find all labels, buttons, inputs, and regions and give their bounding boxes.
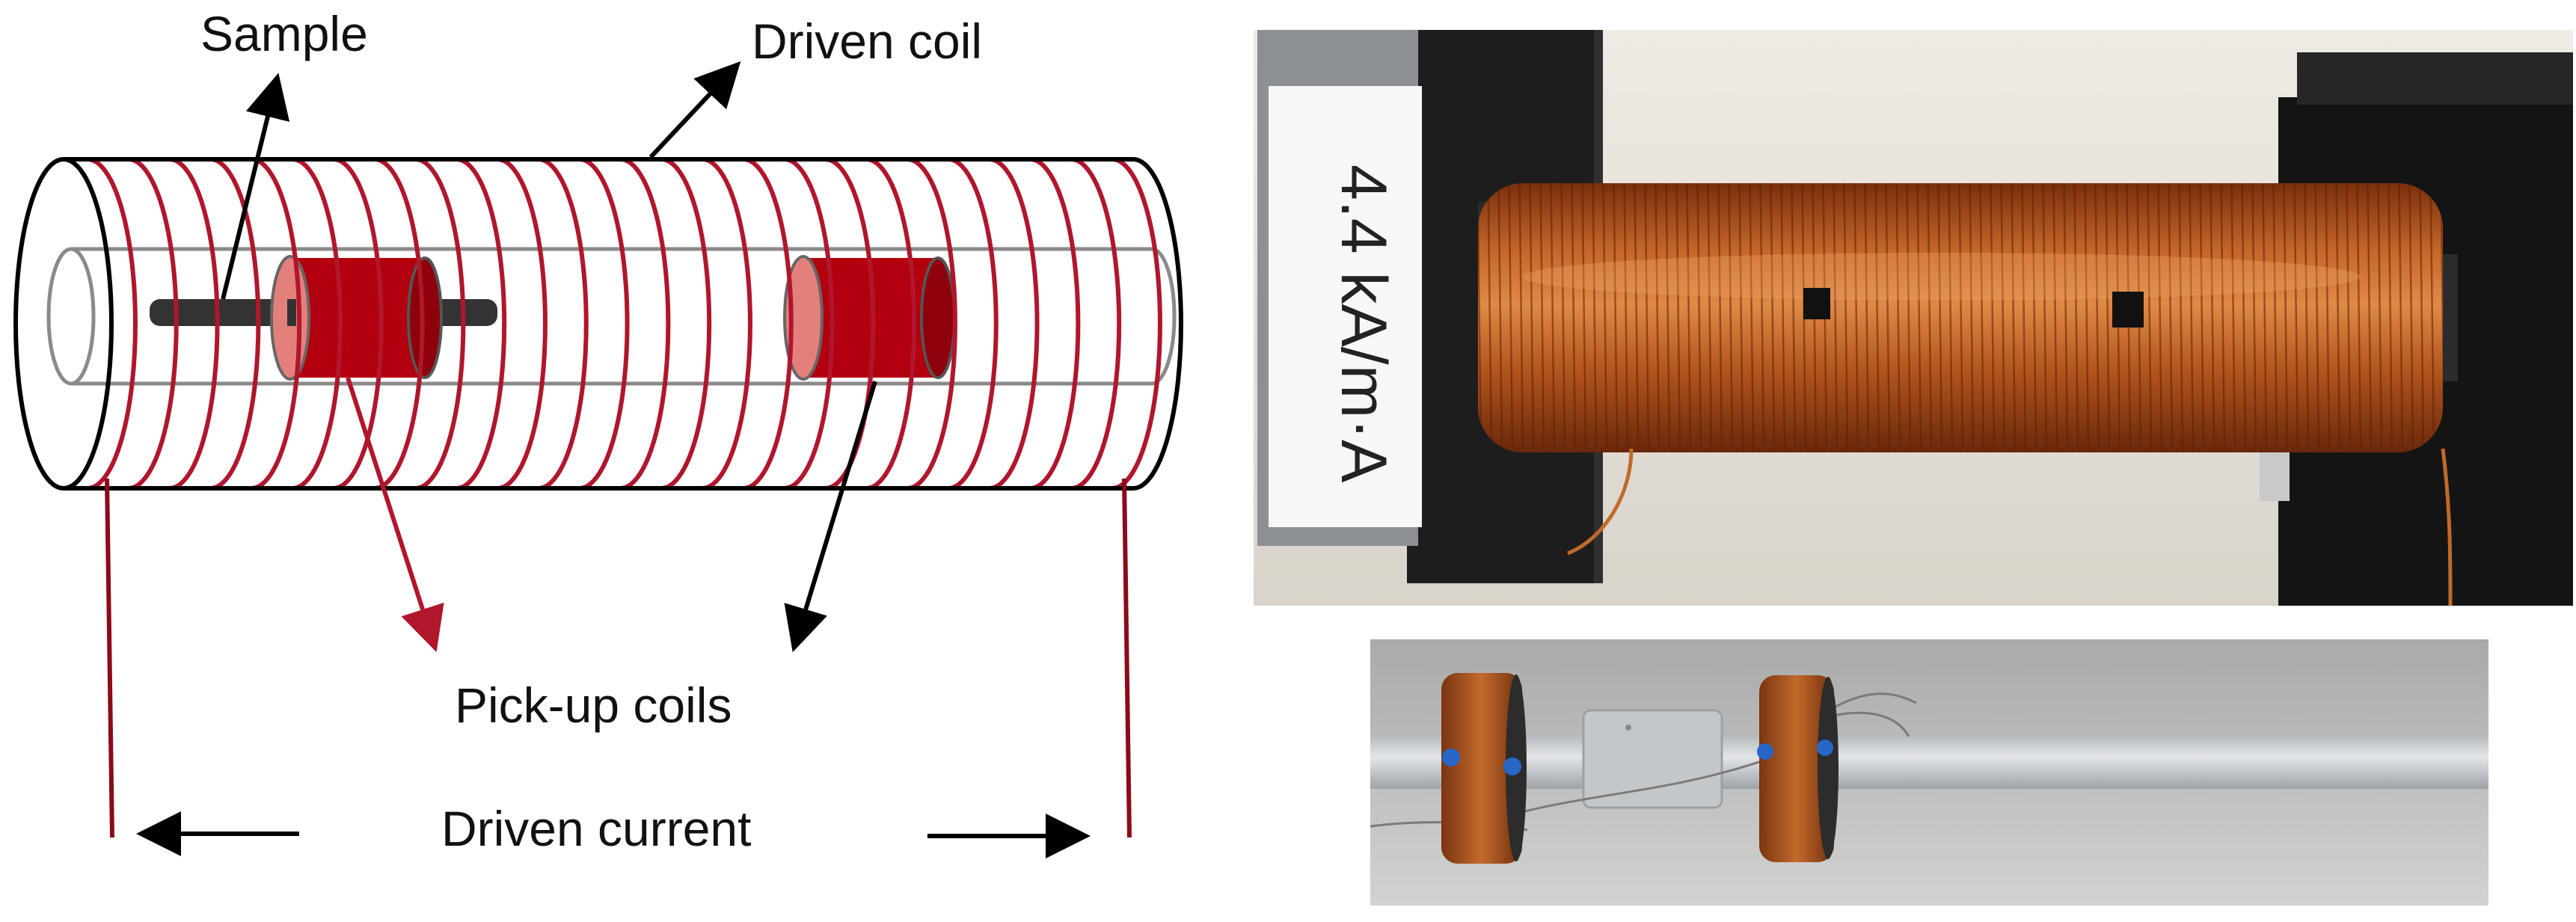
glass-tube bbox=[1370, 737, 2488, 789]
tape-label: 4.4 kA/m·A bbox=[1257, 30, 1422, 546]
driven-coil-label: Driven coil bbox=[752, 16, 982, 66]
sample-arrow bbox=[223, 86, 275, 299]
lead-wire-left bbox=[107, 479, 112, 838]
driven-coil-arrow bbox=[651, 71, 732, 157]
pickup-coils-photo bbox=[1370, 639, 2488, 906]
photo-pickup-coil-left bbox=[1441, 673, 1527, 864]
pickup-coil-arrow-right bbox=[797, 381, 875, 639]
solenoid-schematic bbox=[0, 0, 1227, 922]
copper-solenoid bbox=[1478, 183, 2458, 452]
solenoid-photo: 4.4 kA/m·A bbox=[1254, 30, 2573, 606]
pickup-coils-label: Pick-up coils bbox=[455, 680, 732, 730]
tape-label-text: 4.4 kA/m·A bbox=[1328, 165, 1399, 483]
pickup-coil-arrow-left bbox=[348, 378, 432, 639]
sample-label: Sample bbox=[200, 9, 368, 58]
photo-pickup-coil-right bbox=[1757, 675, 1839, 862]
taped-sample bbox=[1583, 710, 1722, 808]
lead-wire-right bbox=[1124, 479, 1129, 838]
driven-current-label: Driven current bbox=[441, 804, 751, 853]
